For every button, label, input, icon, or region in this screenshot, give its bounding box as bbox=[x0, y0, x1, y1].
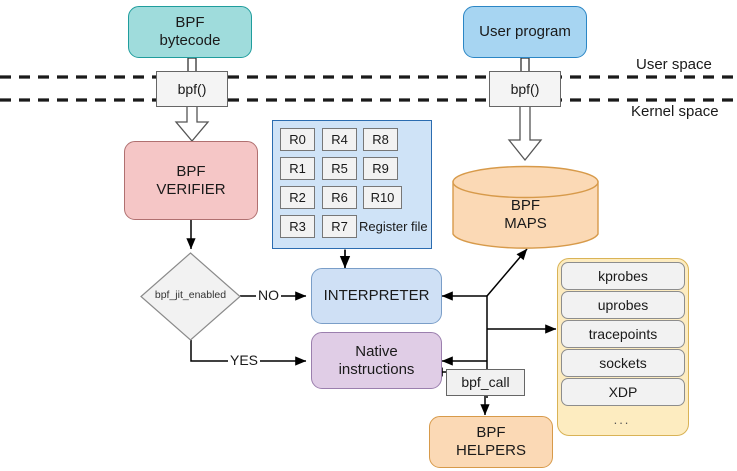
register-cell-r0: R0 bbox=[280, 128, 315, 151]
node-syscall-right[interactable]: bpf() bbox=[489, 71, 561, 107]
hook-item-more: ... bbox=[561, 408, 683, 430]
hook-label: uprobes bbox=[597, 297, 649, 313]
hook-label: XDP bbox=[608, 384, 638, 400]
hook-label: sockets bbox=[599, 355, 647, 371]
register-cell-r1: R1 bbox=[280, 157, 315, 180]
edge-label-no: NO bbox=[256, 287, 281, 303]
helpers-line2: HELPERS bbox=[455, 442, 527, 459]
node-decision-bpf-jit-enabled[interactable]: bpf_jit_enabled bbox=[140, 252, 241, 341]
node-interpreter[interactable]: INTERPRETER bbox=[311, 268, 442, 324]
register-label: R8 bbox=[372, 132, 389, 147]
register-label: R3 bbox=[289, 219, 306, 234]
syscall-right-label: bpf() bbox=[510, 80, 540, 97]
register-label: R0 bbox=[289, 132, 306, 147]
native-line2: instructions bbox=[338, 360, 415, 378]
register-cell-r8: R8 bbox=[363, 128, 398, 151]
maps-line2: MAPS bbox=[504, 215, 547, 232]
bpf-bytecode-line2: bytecode bbox=[159, 32, 221, 49]
register-file-label: Register file bbox=[359, 219, 428, 234]
register-cell-r4: R4 bbox=[322, 128, 357, 151]
register-label: R4 bbox=[331, 132, 348, 147]
register-label: R9 bbox=[372, 161, 389, 176]
register-label: R10 bbox=[370, 190, 395, 205]
register-label: R7 bbox=[331, 219, 348, 234]
hook-item-kprobes[interactable]: kprobes bbox=[561, 262, 685, 290]
maps-line1: BPF bbox=[510, 197, 541, 214]
bpf-call-label: bpf_call bbox=[461, 374, 510, 391]
helpers-line1: BPF bbox=[476, 424, 506, 442]
register-cell-r10: R10 bbox=[363, 186, 402, 209]
hook-item-tracepoints[interactable]: tracepoints bbox=[561, 320, 685, 348]
label-kernel-space: Kernel space bbox=[631, 103, 719, 120]
node-syscall-left[interactable]: bpf() bbox=[156, 71, 228, 107]
edge-label-yes: YES bbox=[228, 352, 261, 368]
register-label: R6 bbox=[331, 190, 348, 205]
register-cell-r6: R6 bbox=[322, 186, 357, 209]
hook-item-uprobes[interactable]: uprobes bbox=[561, 291, 685, 319]
register-cell-r9: R9 bbox=[363, 157, 398, 180]
hook-item-sockets[interactable]: sockets bbox=[561, 349, 685, 377]
hook-item-xdp[interactable]: XDP bbox=[561, 378, 685, 406]
register-cell-r7: R7 bbox=[322, 215, 357, 238]
decision-label: bpf_jit_enabled bbox=[154, 289, 227, 301]
maps-label-block: BPF MAPS bbox=[452, 197, 599, 233]
node-bpf-helpers[interactable]: BPF HELPERS bbox=[429, 416, 553, 468]
node-user-program[interactable]: User program bbox=[463, 6, 587, 58]
hook-label: kprobes bbox=[598, 268, 648, 284]
syscall-left-label: bpf() bbox=[177, 80, 207, 97]
register-cell-r3: R3 bbox=[280, 215, 315, 238]
node-bpf-verifier[interactable]: BPF VERIFIER bbox=[124, 141, 258, 220]
native-line1: Native bbox=[355, 342, 398, 360]
verifier-line2: VERIFIER bbox=[156, 180, 226, 198]
node-bpf-bytecode[interactable]: BPF bytecode bbox=[128, 6, 252, 58]
register-label: R5 bbox=[331, 161, 348, 176]
interpreter-label: INTERPRETER bbox=[323, 287, 430, 305]
register-cell-r2: R2 bbox=[280, 186, 315, 209]
node-bpf-call[interactable]: bpf_call bbox=[446, 369, 525, 396]
register-label: R2 bbox=[289, 190, 306, 205]
register-label: R1 bbox=[289, 161, 306, 176]
bpf-bytecode-line1: BPF bbox=[175, 14, 205, 32]
register-cell-r5: R5 bbox=[322, 157, 357, 180]
node-native-instructions[interactable]: Native instructions bbox=[311, 332, 442, 389]
node-bpf-maps[interactable]: BPF MAPS bbox=[452, 165, 599, 251]
user-program-label: User program bbox=[479, 23, 571, 41]
hook-label: tracepoints bbox=[588, 326, 658, 342]
verifier-line1: BPF bbox=[176, 162, 206, 180]
hook-more-label: ... bbox=[613, 411, 631, 427]
label-user-space: User space bbox=[636, 56, 712, 73]
